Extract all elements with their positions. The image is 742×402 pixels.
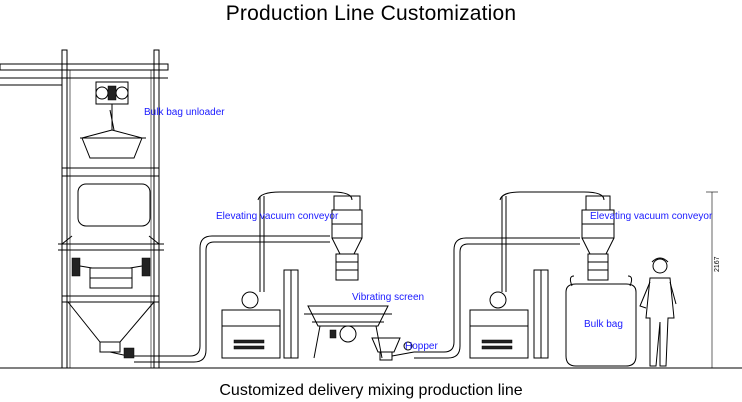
elevating-vacuum-conveyor-2 (469, 191, 615, 359)
diagram-caption: Customized delivery mixing production li… (219, 382, 523, 399)
label-bulk-bag-unloader: Bulk bag unloader (144, 107, 225, 118)
label-elevating-vacuum-conveyor-1: Elevating vacuum conveyor (216, 211, 339, 222)
conveying-pipe-1 (134, 235, 330, 357)
conveying-pipe-2 (414, 237, 580, 353)
label-bulk-bag: Bulk bag (584, 319, 623, 330)
diagram-title: Production Line Customization (225, 2, 517, 25)
label-vibrating-screen: Vibrating screen (352, 292, 425, 303)
bulk-bag-unloader (0, 49, 169, 369)
bulk-bag (565, 275, 637, 367)
label-hopper: Hopper (405, 341, 438, 352)
operator-figure (639, 257, 677, 367)
hopper (371, 337, 415, 361)
height-dimension (706, 191, 718, 369)
vibrating-screen (304, 305, 392, 359)
label-elevating-vacuum-conveyor-2: Elevating vacuum conveyor (590, 211, 713, 222)
elevating-vacuum-conveyor-1 (221, 191, 363, 359)
dimension-label: 2167 (714, 256, 721, 272)
